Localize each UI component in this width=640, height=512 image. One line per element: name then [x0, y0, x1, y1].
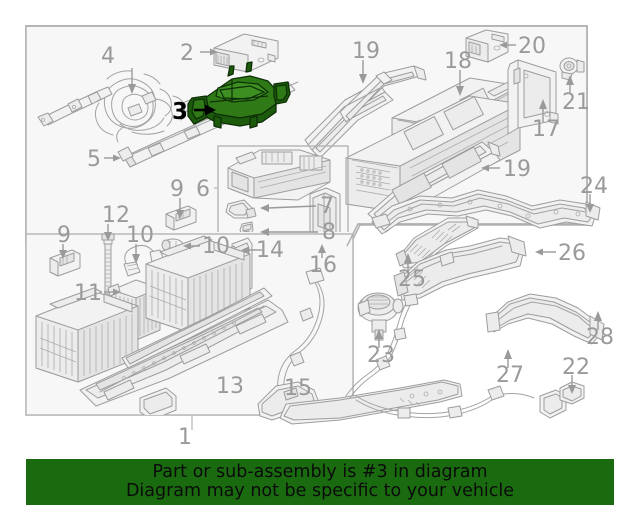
callout-2-label: 2 — [180, 41, 194, 66]
callout-7[interactable]: 7 — [260, 194, 334, 219]
callout-19-lower[interactable]: 19 — [481, 157, 531, 182]
callout-3-highlighted[interactable]: 3 — [172, 99, 216, 125]
callout-5-label: 5 — [87, 147, 101, 172]
callout-17[interactable]: 17 — [532, 99, 560, 142]
callout-12-label: 12 — [102, 203, 130, 228]
callout-20[interactable]: 20 — [499, 34, 546, 59]
callout-10-hose-label: 10 — [126, 223, 154, 248]
callout-9-lower[interactable]: 9 — [57, 223, 71, 259]
callout-20-label: 20 — [518, 34, 546, 59]
callout-26-label: 26 — [558, 241, 586, 266]
callout-1-label: 1 — [178, 425, 192, 450]
callout-10-hose[interactable]: 10 — [126, 223, 154, 264]
callout-24-label: 24 — [580, 174, 608, 199]
callout-22-label: 22 — [562, 355, 590, 380]
info-banner: Part or sub-assembly is #3 in diagram Di… — [26, 459, 614, 505]
callout-13-label: 13 — [216, 374, 244, 399]
callout-21[interactable]: 21 — [562, 75, 590, 115]
part-3-highlighted-bracket — [187, 61, 291, 129]
callout-14[interactable]: 14 — [241, 238, 284, 263]
callout-14-label: 14 — [256, 238, 284, 263]
callout-16[interactable]: 16 — [309, 244, 337, 278]
callout-27-label: 27 — [496, 363, 524, 388]
callout-4[interactable]: 4 — [101, 44, 136, 94]
callout-layer: 1 2 3 4 — [57, 34, 614, 450]
part-4-harness — [37, 70, 195, 143]
callout-8-label: 8 — [322, 220, 336, 245]
callout-23[interactable]: 23 — [367, 329, 395, 368]
part-7-clip — [225, 199, 257, 219]
lower-box-parts — [35, 233, 325, 415]
callout-18-label: 18 — [444, 49, 472, 74]
part-28-duct — [485, 293, 605, 345]
part-13-frame-tray — [79, 287, 289, 415]
callout-11[interactable]: 11 — [74, 281, 121, 306]
banner-line-2: Diagram may not be specific to your vehi… — [125, 481, 515, 501]
callout-18[interactable]: 18 — [444, 49, 472, 96]
callout-21-label: 21 — [562, 90, 590, 115]
part-2-module — [213, 33, 279, 73]
callout-1[interactable]: 1 — [178, 416, 193, 450]
callout-12[interactable]: 12 — [102, 203, 130, 241]
callout-26[interactable]: 26 — [535, 241, 586, 266]
callout-16-label: 16 — [309, 253, 337, 278]
callout-11-label: 11 — [74, 281, 102, 306]
callout-24[interactable]: 24 — [580, 174, 608, 213]
callout-13[interactable]: 13 — [216, 374, 244, 399]
callout-28-label: 28 — [586, 325, 614, 350]
callout-25[interactable]: 25 — [398, 253, 426, 292]
callout-15[interactable]: 15 — [284, 376, 312, 401]
callout-10-grommet[interactable]: 10 — [183, 234, 230, 259]
callout-28[interactable]: 28 — [586, 311, 614, 350]
parts-diagram: 1 2 3 4 — [25, 25, 614, 450]
inset-detail-box-6 — [217, 145, 349, 244]
part-21-sensor — [559, 57, 585, 81]
callout-9-upper[interactable]: 9 — [170, 177, 184, 219]
callout-7-label: 7 — [320, 194, 334, 219]
callout-3-label: 3 — [172, 99, 188, 125]
part-20-connector — [465, 29, 509, 63]
banner-line-1: Part or sub-assembly is #3 in diagram — [152, 462, 488, 483]
callout-4-label: 4 — [101, 44, 115, 69]
callout-6-label: 6 — [196, 177, 210, 202]
callout-19-upper-label: 19 — [352, 39, 380, 64]
part-6-module — [227, 149, 331, 201]
part-9-relay-lower — [49, 249, 81, 277]
callout-19-upper[interactable]: 19 — [352, 39, 380, 84]
callout-5[interactable]: 5 — [87, 147, 121, 172]
part-17-bracket — [507, 59, 559, 135]
callout-17-label: 17 — [532, 117, 560, 142]
upper-box-parts — [37, 29, 585, 244]
callout-6[interactable]: 6 — [196, 177, 218, 202]
callout-25-label: 25 — [398, 267, 426, 292]
part-9-relay-upper — [165, 205, 197, 231]
part-26-duct — [393, 235, 527, 301]
part-24-duct — [371, 189, 601, 235]
diagram-canvas: 1 2 3 4 — [25, 25, 614, 450]
part-25-heat-exchanger — [395, 215, 479, 269]
callout-8[interactable]: 8 — [260, 220, 336, 245]
callout-9-lower-label: 9 — [57, 223, 71, 248]
part-27-bracket-plate — [257, 379, 463, 425]
callout-10-grommet-label: 10 — [202, 234, 230, 259]
callout-2[interactable]: 2 — [180, 41, 218, 66]
part-19-tray-upper — [304, 65, 427, 159]
callout-22[interactable]: 22 — [562, 355, 590, 394]
callout-27[interactable]: 27 — [496, 349, 524, 388]
callout-15-label: 15 — [284, 376, 312, 401]
callout-9-upper-label: 9 — [170, 177, 184, 202]
part-battery-module-left — [35, 287, 139, 383]
right-side-parts — [257, 189, 605, 425]
callout-19-lower-label: 19 — [503, 157, 531, 182]
part-22-harness — [345, 293, 567, 419]
callout-23-label: 23 — [367, 343, 395, 368]
